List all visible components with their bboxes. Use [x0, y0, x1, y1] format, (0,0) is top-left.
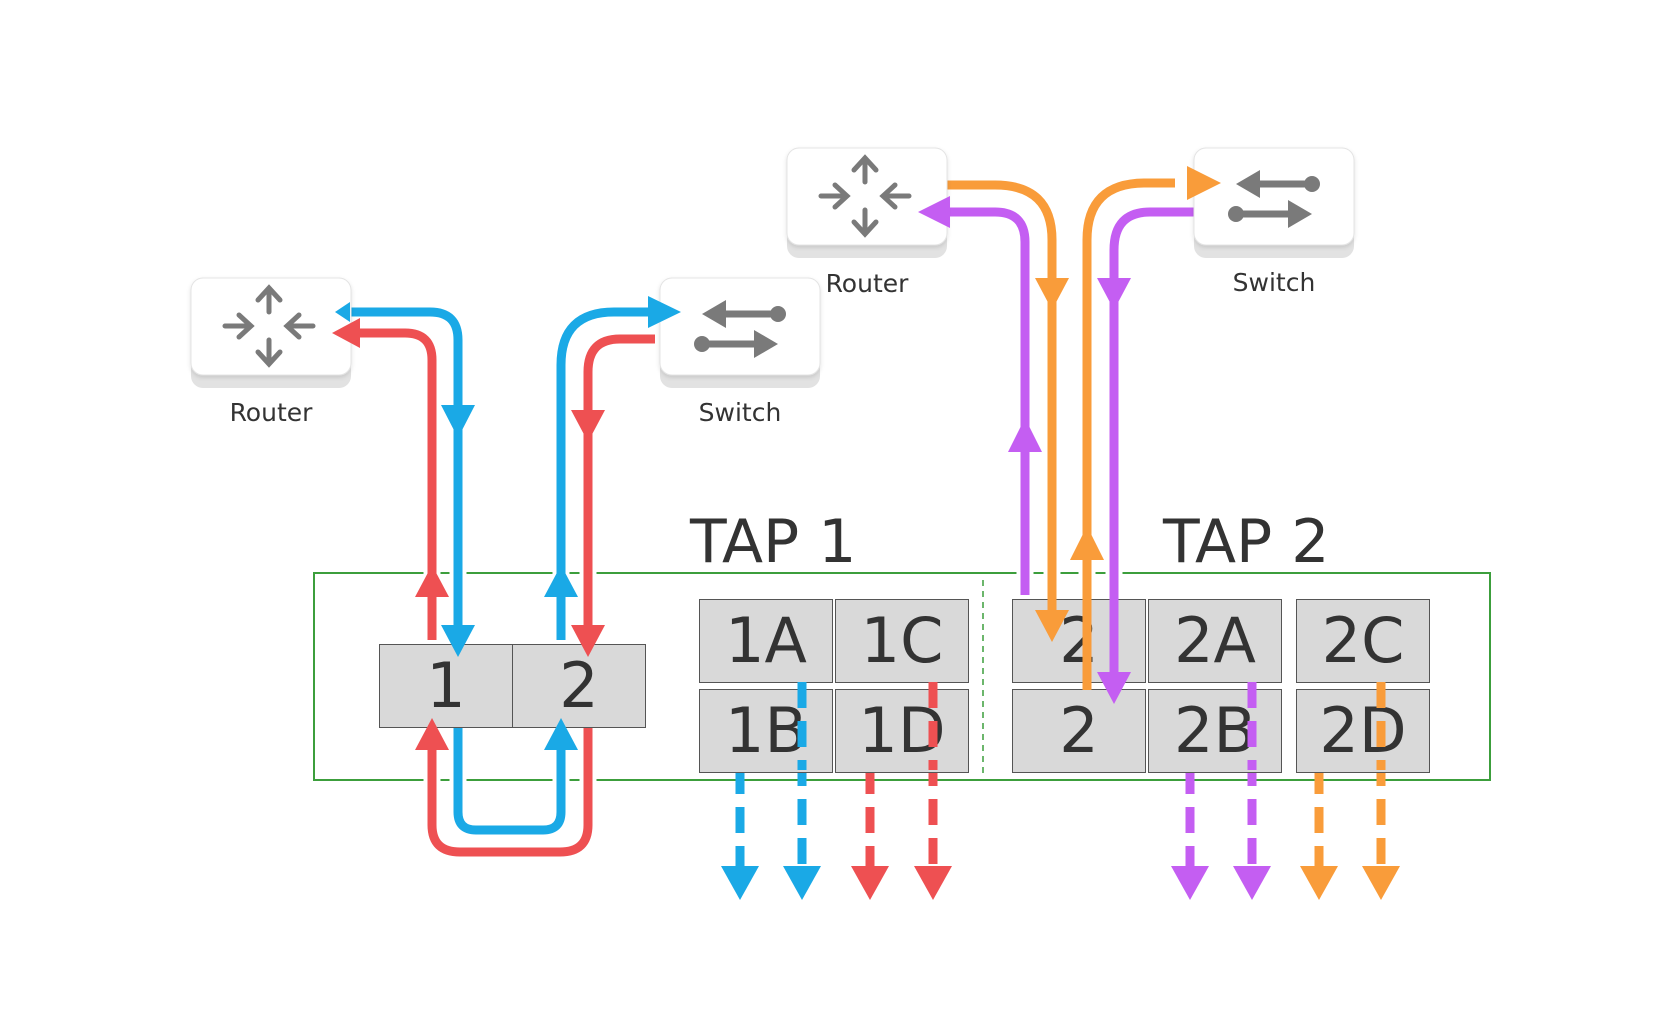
switch-icon: [694, 300, 786, 358]
red-path-port1-to-router: [355, 324, 441, 640]
tap2-monitor-port-2c: 2C: [1296, 599, 1430, 683]
tap2-traffic-lines: [940, 174, 1195, 685]
tap1-traffic-lines: [345, 303, 655, 861]
orange-path-router-to-port: [945, 176, 1061, 610]
purple-path-port-to-router-line: [940, 207, 1030, 595]
port-label: 1B: [725, 694, 807, 767]
port-label: 2C: [1321, 604, 1405, 677]
tap2-switch-label: Switch: [1232, 268, 1316, 297]
port-label: 2D: [1319, 694, 1407, 767]
purple-path-port-to-router: [940, 203, 1034, 595]
red-path-switch-to-port2-line: [583, 334, 655, 640]
output-arrow-1a: [783, 866, 821, 900]
blue-bottom-loop: [449, 720, 570, 839]
orange-path-router-to-port-line: [945, 180, 1057, 610]
blue-path-router-to-port1: [345, 303, 467, 640]
port-label: 2: [559, 649, 599, 722]
port-label: 2A: [1174, 604, 1256, 677]
router-icon: [222, 284, 316, 368]
red-path-port1-to-router-line: [355, 328, 437, 640]
output-arrow-1d: [851, 866, 889, 900]
monitor-outputs: [735, 682, 1386, 868]
red-path-switch-to-port2: [579, 330, 655, 640]
tap2-monitor-port-2a: 2A: [1148, 599, 1282, 683]
output-arrow-2b-right: [1233, 866, 1271, 900]
port-label: 2: [1059, 694, 1099, 767]
tap1-network-port-2: 2: [512, 644, 646, 728]
blue-bottom-loop-line: [453, 720, 566, 835]
tap2-monitor-port-2d: 2D: [1296, 689, 1430, 773]
port-label: 1D: [858, 694, 946, 767]
tap1-switch-label: Switch: [698, 398, 782, 427]
output-arrow-1c: [914, 866, 952, 900]
switch-icon: [1228, 170, 1320, 228]
port-label: 2B: [1174, 694, 1256, 767]
tap1-monitor-port-1d: 1D: [835, 689, 969, 773]
tap2-router-device: [786, 147, 948, 258]
router-icon: [818, 154, 912, 238]
purple-path-switch-to-port-line: [1109, 207, 1195, 685]
port-label: 1C: [860, 604, 944, 677]
monitor-output-arrowheads: [721, 866, 1400, 900]
orange-path-port-to-switch-line: [1082, 178, 1175, 685]
tap1-switch-device: [659, 277, 821, 388]
tap2-switch-device: [1193, 147, 1355, 258]
output-arrow-2d-left: [1300, 866, 1338, 900]
tap2-network-port-top: 2: [1012, 599, 1146, 683]
blue-path-port2-to-switch: [552, 303, 650, 640]
port-label: 1A: [725, 604, 807, 677]
output-arrow-2d-right: [1362, 866, 1400, 900]
blue-path-port2-to-switch-line: [556, 307, 650, 640]
tap1-router-label: Router: [229, 398, 313, 427]
tap2-title: TAP 2: [1163, 507, 1330, 577]
red-bottom-loop-line: [427, 720, 593, 857]
port-label: 1: [426, 649, 466, 722]
output-arrow-1b: [721, 866, 759, 900]
output-arrow-2b-left: [1171, 866, 1209, 900]
tap2-router-label: Router: [825, 269, 909, 298]
tap1-network-port-1: 1: [379, 644, 513, 728]
tap2-network-port-bottom: 2: [1012, 689, 1146, 773]
tap1-title: TAP 1: [690, 507, 857, 577]
tap1-monitor-port-1c: 1C: [835, 599, 969, 683]
blue-path-router-to-port1-line: [345, 307, 463, 640]
tap2-monitor-port-2b: 2B: [1148, 689, 1282, 773]
tap1-monitor-port-1a: 1A: [699, 599, 833, 683]
tap-enclosure: [313, 572, 1491, 781]
port-label: 2: [1059, 604, 1099, 677]
tap1-router-device: [190, 277, 352, 388]
tap1-monitor-port-1b: 1B: [699, 689, 833, 773]
